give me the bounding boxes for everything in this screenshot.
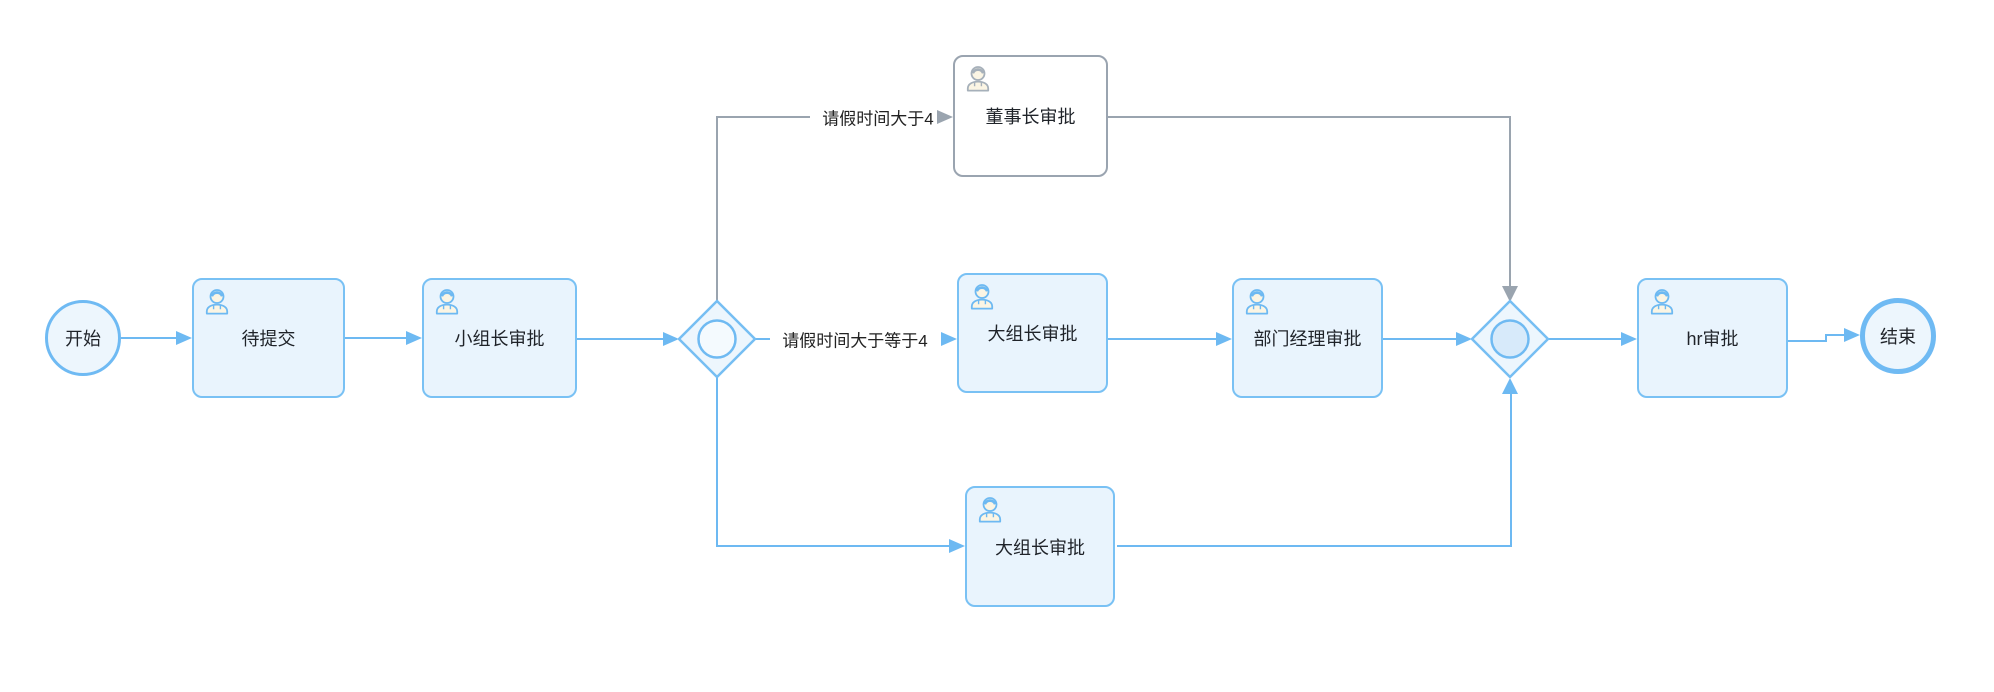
arrowhead (949, 539, 965, 553)
task-pending[interactable]: 待提交 (192, 278, 345, 398)
arrowhead (1216, 332, 1232, 346)
user-icon (205, 289, 229, 315)
task-hr-approval[interactable]: hr审批 (1637, 278, 1788, 398)
task-label: 大组长审批 (987, 324, 1078, 344)
start-event-label: 开始 (65, 329, 101, 349)
arrowhead (1502, 378, 1518, 394)
end-event-label: 结束 (1880, 327, 1916, 347)
start-event[interactable]: 开始 (45, 300, 121, 376)
flow-gateway1-gt4-to-chairman (716, 116, 810, 301)
task-label: 小组长审批 (454, 329, 545, 349)
condition-label-gte4: 请假时间大于等于4 (779, 326, 931, 352)
task-label: 部门经理审批 (1253, 329, 1362, 349)
task-dept-manager-approval[interactable]: 部门经理审批 (1232, 278, 1383, 398)
flow-hr-to-end (1788, 334, 1844, 342)
user-icon (966, 66, 990, 92)
task-label: 待提交 (241, 329, 296, 349)
task-label: hr审批 (1686, 329, 1739, 349)
arrowhead-gray (1502, 286, 1518, 302)
flow-gateway1-to-bigleader-bottom (716, 377, 949, 547)
arrowhead (1844, 328, 1860, 342)
arrowhead (1621, 332, 1637, 346)
task-label: 董事长审批 (985, 107, 1076, 127)
user-icon (970, 284, 994, 310)
arrowhead (663, 332, 679, 346)
end-event[interactable]: 结束 (1860, 298, 1936, 374)
arrowhead-gray (937, 110, 953, 124)
arrowhead (176, 331, 192, 345)
arrowhead (406, 331, 422, 345)
gateway-circle (1490, 319, 1530, 359)
gateway-circle (697, 319, 737, 359)
arrowhead (1456, 332, 1472, 346)
user-icon (435, 289, 459, 315)
flow-bigleader-bottom-to-gateway2 (1117, 394, 1512, 547)
task-big-leader-approval-mid[interactable]: 大组长审批 (957, 273, 1108, 393)
task-big-leader-approval-bottom[interactable]: 大组长审批 (965, 486, 1115, 607)
user-icon (978, 497, 1002, 523)
user-icon (1650, 289, 1674, 315)
task-label: 大组长审批 (995, 537, 1085, 558)
user-icon (1245, 289, 1269, 315)
flow-chairman-to-gateway2 (1108, 116, 1511, 286)
inclusive-gateway-split[interactable] (677, 299, 757, 379)
task-chairman-approval[interactable]: 董事长审批 (953, 55, 1108, 177)
task-team-leader-approval[interactable]: 小组长审批 (422, 278, 577, 398)
arrowhead (941, 332, 957, 346)
condition-label-gt4: 请假时间大于4 (819, 104, 937, 130)
inclusive-gateway-join[interactable] (1470, 299, 1550, 379)
